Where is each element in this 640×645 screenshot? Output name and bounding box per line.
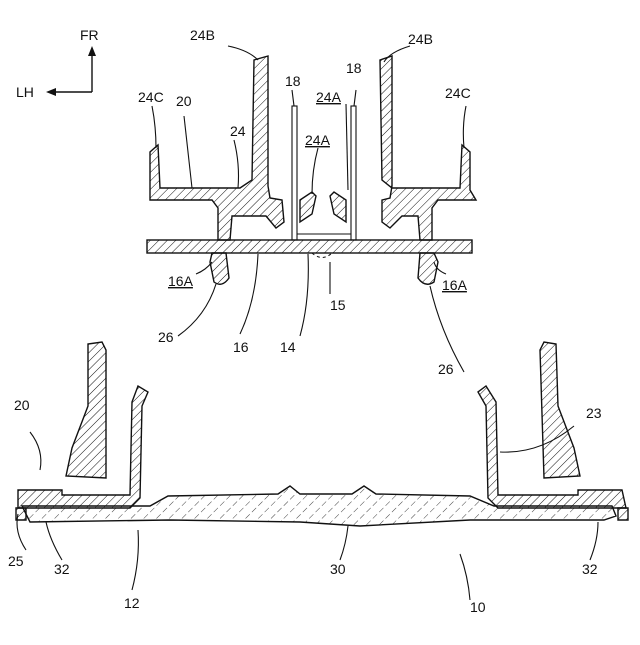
lh-arrow-head [46, 88, 56, 96]
rib-18-left [292, 106, 297, 240]
label-26-left: 26 [158, 329, 174, 345]
label-25: 25 [8, 553, 24, 569]
label-32-right: 32 [582, 561, 598, 577]
label-12: 12 [124, 595, 140, 611]
label-24: 24 [230, 123, 246, 139]
label-30: 30 [330, 561, 346, 577]
label-24C-left: 24C [138, 89, 164, 105]
label-16: 16 [233, 339, 249, 355]
rib-right [540, 342, 580, 478]
label-24B-right: 24B [408, 31, 433, 47]
rib-left [66, 342, 106, 478]
label-24A-center: 24A [305, 132, 331, 148]
plate-16 [147, 240, 472, 253]
label-18-right: 18 [346, 60, 362, 76]
label-20-bottom: 20 [14, 397, 30, 413]
clip-16A-right [418, 253, 438, 284]
reference-labels: 24B 24B 18 18 24A 24A 24C 24C 20 24 16A … [8, 27, 602, 615]
label-18-left: 18 [285, 73, 301, 89]
label-14: 14 [280, 339, 296, 355]
label-23: 23 [586, 405, 602, 421]
member-24-left [150, 56, 284, 240]
fr-arrow-head [88, 46, 96, 56]
label-26-right: 26 [438, 361, 454, 377]
label-10: 10 [470, 599, 486, 615]
lip-24A-left [300, 192, 316, 222]
label-fr: FR [80, 27, 99, 43]
lower-assembly [16, 342, 628, 526]
label-24A-right: 24A [316, 89, 342, 105]
clip-16A-left [210, 253, 229, 284]
label-16A-left: 16A [168, 273, 194, 289]
label-lh: LH [16, 84, 34, 100]
lip-24A-right [330, 192, 346, 222]
label-15: 15 [330, 297, 346, 313]
label-32-left: 32 [54, 561, 70, 577]
rib-18-right [351, 106, 356, 240]
label-16A-right: 16A [442, 277, 468, 293]
label-20-top: 20 [176, 93, 192, 109]
label-24B-left: 24B [190, 27, 215, 43]
upper-assembly [147, 56, 476, 284]
end-right [618, 508, 628, 520]
member-24-right [380, 56, 476, 240]
label-24C-right: 24C [445, 85, 471, 101]
direction-indicator: FR LH [16, 27, 99, 100]
